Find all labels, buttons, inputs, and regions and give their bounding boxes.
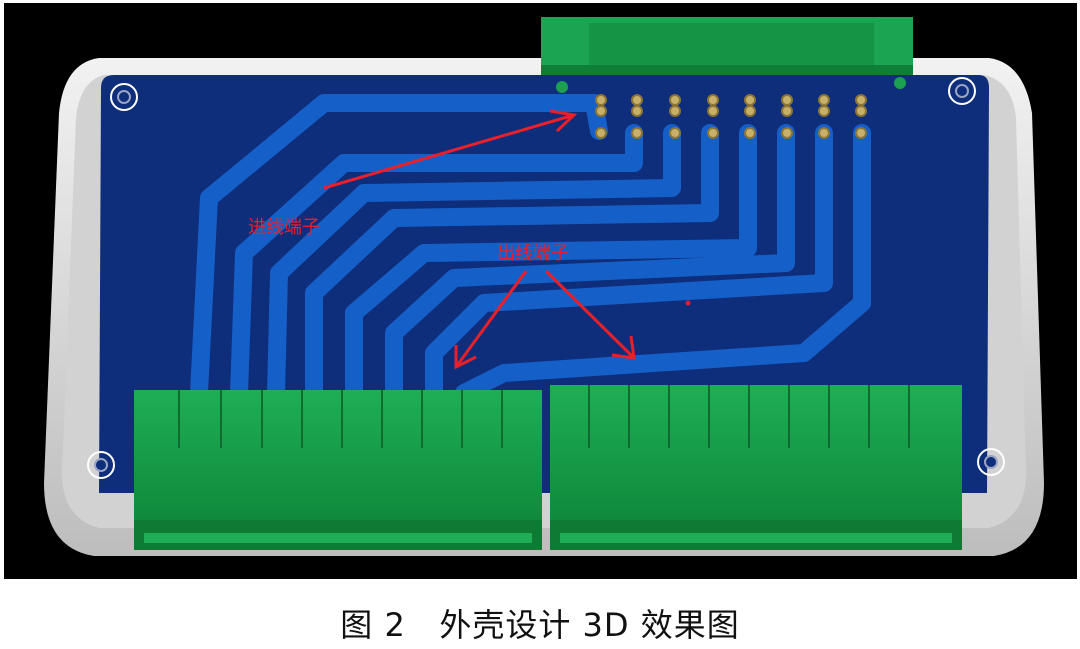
label-incoming-terminal: 进线端子 (248, 217, 320, 238)
top-connector-base (541, 65, 913, 77)
arrow-incoming (323, 113, 575, 190)
top-connector-slot (589, 23, 874, 65)
trace (345, 124, 757, 402)
mounting-via (556, 81, 568, 93)
pcb-3d-render: 进线端子 出线端子 (44, 17, 1044, 556)
arrow-outgoing-left (454, 270, 528, 368)
figure-title: 外壳设计 3D 效果图 (439, 606, 740, 644)
render-viewport: 进线端子 出线端子 (4, 3, 1077, 579)
trace (455, 124, 871, 402)
caption-spacer (406, 606, 440, 644)
trace (230, 124, 643, 402)
terminal-block-right (550, 385, 962, 550)
figure-caption: 图 2 外壳设计 3D 效果图 (0, 600, 1080, 646)
mounting-via (894, 77, 906, 89)
mounting-holes (87, 77, 1005, 479)
label-outgoing-terminal: 出线端子 (497, 243, 569, 264)
arrowhead-icon (454, 345, 477, 370)
figure-number: 图 2 (340, 606, 406, 644)
header-pads (595, 94, 867, 139)
annotation-arrows (323, 109, 636, 370)
arrowhead-icon (611, 335, 636, 360)
trace (385, 124, 795, 402)
trace (425, 124, 833, 402)
test-dot (685, 300, 691, 306)
arrow-outgoing-right (544, 269, 636, 360)
mounting-hole-centers (94, 84, 998, 472)
trace (267, 124, 681, 402)
arrowhead-icon (549, 109, 578, 133)
trace (305, 124, 719, 402)
terminal-block-left (134, 390, 542, 550)
